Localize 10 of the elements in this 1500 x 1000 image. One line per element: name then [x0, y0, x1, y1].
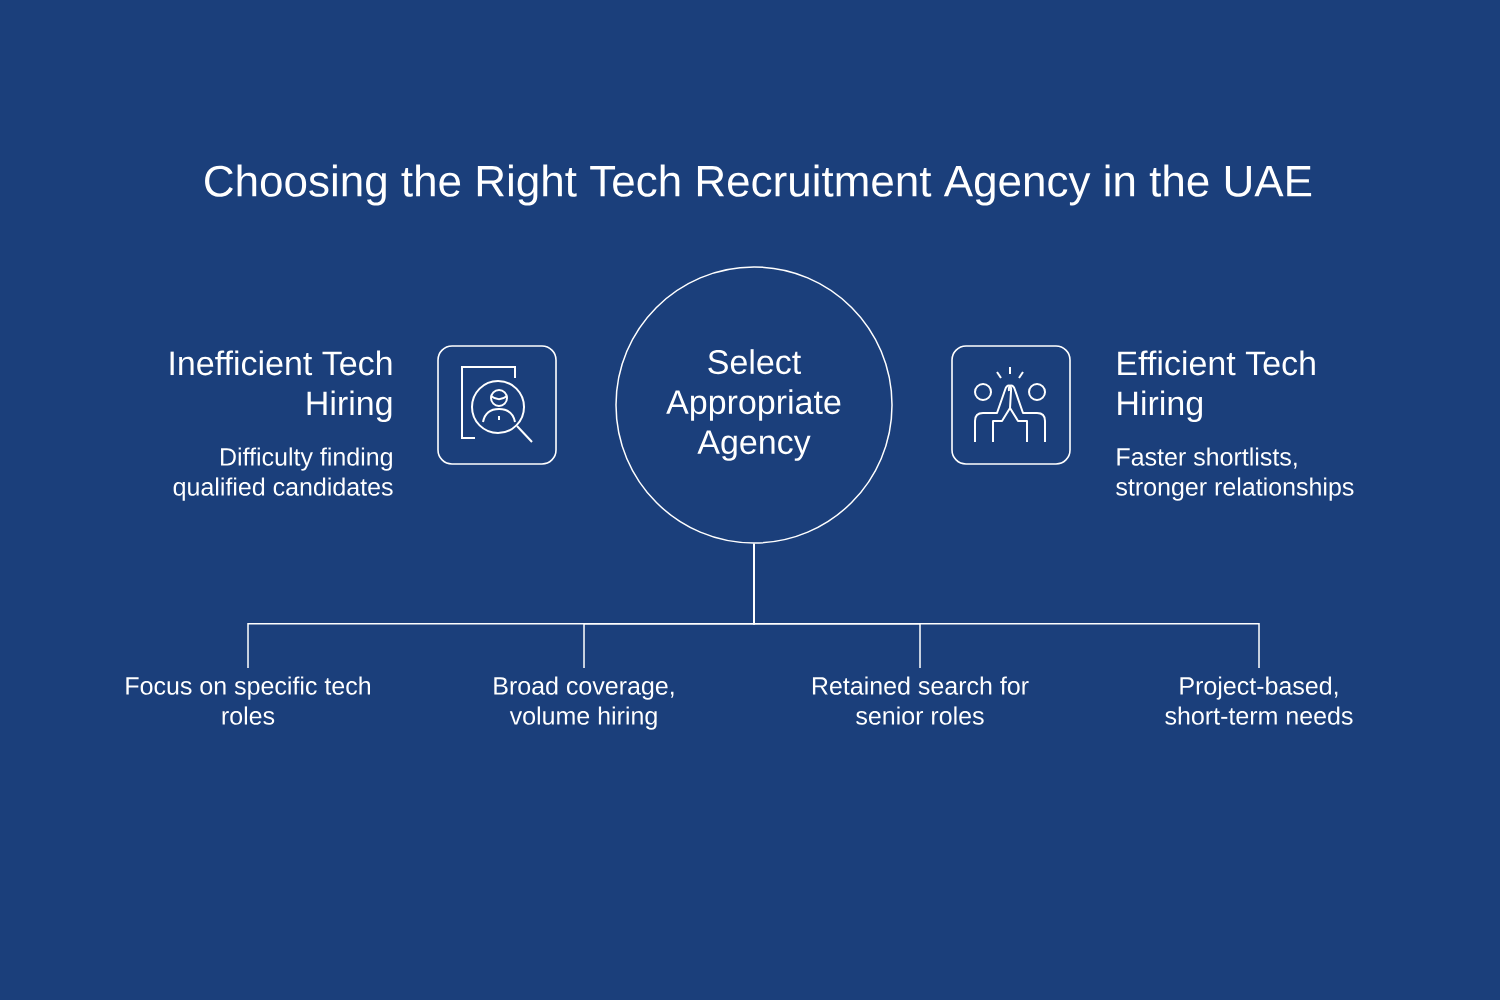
connector-line — [753, 543, 1260, 669]
heading: Inefficient Tech Hiring — [170, 350, 392, 423]
description: Faster shortlists, stronger relationships — [1116, 447, 1354, 501]
option-text: Broad coverage, volume hiring — [494, 676, 674, 730]
option-text: Focus on specific tech roles — [126, 676, 370, 725]
option-text: Project-based, short-term needs — [1165, 676, 1353, 725]
description: Difficulty finding qualified candidates — [173, 447, 393, 501]
option-text: Retained search for senior roles — [812, 676, 1029, 725]
title: Choosing the Right Tech Recruitment Agency in the UAE — [205, 164, 1312, 206]
heading: Efficient Tech Hiring — [1118, 350, 1315, 423]
